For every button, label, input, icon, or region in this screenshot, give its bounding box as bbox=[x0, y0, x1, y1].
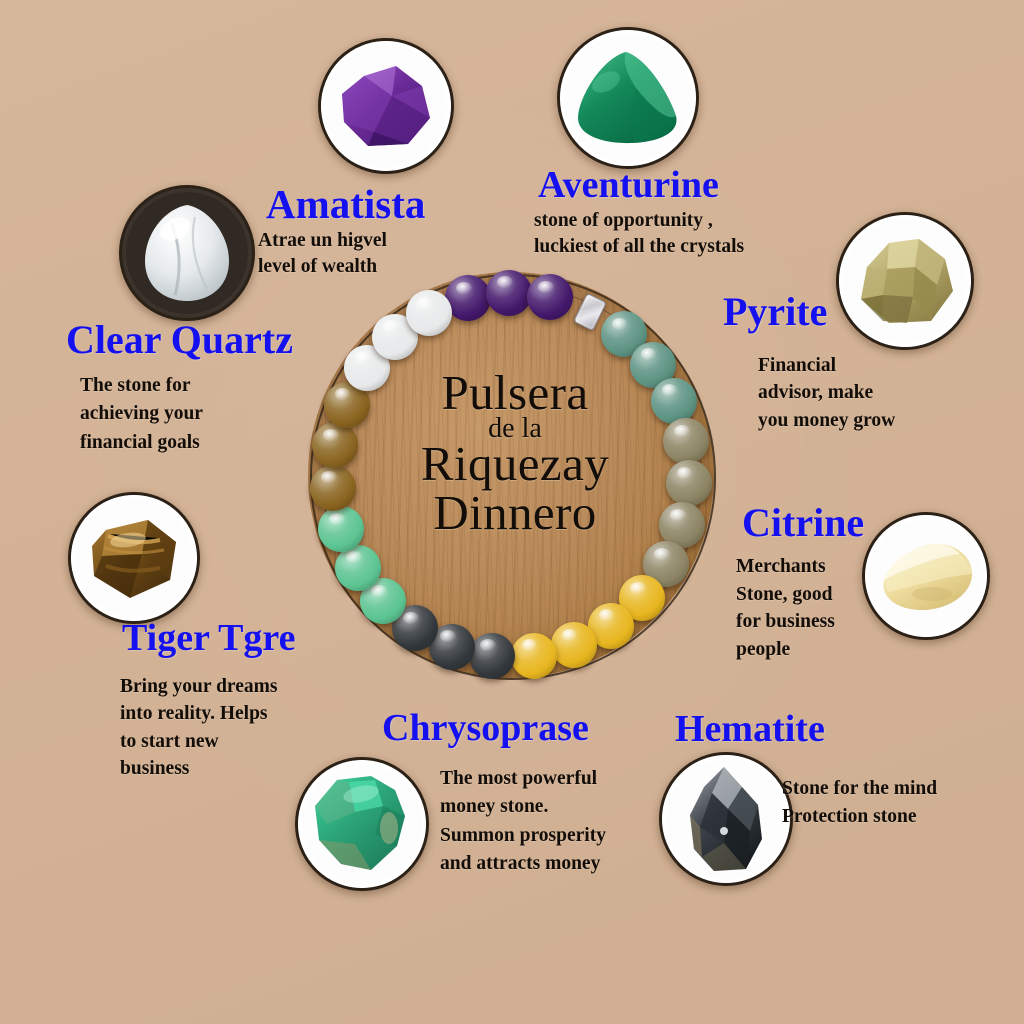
pyrite-description-line-2: advisor, make bbox=[758, 382, 874, 404]
hematite-photo-inner-ring bbox=[662, 755, 790, 883]
amatista-label: Amatista bbox=[266, 181, 426, 227]
citrine-gem-icon bbox=[883, 544, 972, 610]
tiger-tgre-description-line-2: into reality. Helps bbox=[120, 703, 268, 725]
bracelet-bead-citrine bbox=[550, 622, 597, 669]
aventurine-photo-inner-ring bbox=[560, 30, 696, 166]
chrysoprase-description: The most powerful money stone. Summon pr… bbox=[440, 765, 655, 878]
bracelet-bead-chrysoprase bbox=[359, 578, 406, 625]
center-title-line-2: de la bbox=[488, 413, 542, 444]
bracelet-bead-pyrite bbox=[659, 502, 706, 549]
tiger-tgre-description-line-1: Bring your dreams bbox=[120, 676, 278, 697]
citrine-description: Merchants Stone, good for business peopl… bbox=[736, 553, 871, 664]
citrine-label: Citrine bbox=[742, 500, 865, 545]
amatista-description-line-1: Atrae un higvel bbox=[258, 230, 387, 251]
hematite-description-line-1: Stone for the mind bbox=[782, 778, 938, 799]
bracelet-bead-tiger-tgre bbox=[312, 422, 359, 469]
pyrite-description-line-1: Financial bbox=[758, 355, 837, 376]
bracelet-bead-aventurine bbox=[650, 377, 697, 424]
pyrite-photo bbox=[836, 212, 974, 350]
chrysoprase-description-line-2: money stone. bbox=[440, 796, 549, 818]
hematite-description: Stone for the mind Protection stone bbox=[782, 775, 1022, 830]
bracelet-bead-citrine bbox=[510, 632, 557, 679]
clear-quartz-description-line-3: financial goals bbox=[80, 431, 200, 453]
aventurine-gem-icon bbox=[578, 52, 677, 144]
chrysoprase-description-line-4: and attracts money bbox=[440, 852, 601, 874]
citrine-description-line-1: Merchants bbox=[736, 556, 826, 577]
tiger-tgre-label: Tiger Tgre bbox=[122, 617, 296, 659]
center-title: Pulsera de la Riquezay Dinnero bbox=[350, 368, 680, 537]
bracelet-bead-hematite bbox=[469, 633, 516, 679]
bracelet-bead-amatista bbox=[444, 275, 491, 322]
citrine-description-line-3: for business bbox=[736, 611, 835, 633]
amethyst-gem-icon bbox=[342, 66, 430, 146]
clear-quartz-photo bbox=[119, 185, 255, 321]
amatista-description: Atrae un higvel level of wealth bbox=[258, 228, 488, 280]
bracelet-bead-pyrite bbox=[662, 418, 709, 465]
center-title-line-1: Pulsera bbox=[441, 365, 589, 420]
tiger-tgre-description-line-4: business bbox=[120, 757, 190, 779]
aventurine-description-line-1: stone of opportunity , bbox=[534, 210, 713, 231]
pyrite-description: Financial advisor, make you money grow bbox=[758, 352, 998, 434]
aventurine-description: stone of opportunity , luckiest of all t… bbox=[534, 208, 834, 260]
clear-quartz-description: The stone for achieving your financial g… bbox=[80, 372, 310, 457]
pyrite-photo-inner-ring bbox=[839, 215, 971, 347]
tiger-tgre-photo bbox=[68, 492, 200, 624]
bracelet-bead-chrysoprase bbox=[318, 506, 365, 553]
chrysoprase-photo bbox=[295, 757, 429, 891]
bracelet-bead-amatista bbox=[527, 274, 574, 321]
bracelet-bead-tiger-tgre bbox=[310, 464, 357, 511]
bracelet-bead-pyrite bbox=[665, 460, 712, 507]
citrine-description-line-4: people bbox=[736, 639, 791, 661]
center-title-line-3: Riquezay bbox=[420, 436, 610, 491]
clear-quartz-photo-inner-ring bbox=[122, 188, 252, 318]
clear-quartz-gem-icon bbox=[145, 205, 229, 301]
bracelet-bead-chrysoprase bbox=[334, 544, 381, 591]
aventurine-photo bbox=[557, 27, 699, 169]
tiger-eye-gem-icon bbox=[92, 520, 176, 598]
amatista-description-line-2: level of wealth bbox=[258, 255, 378, 277]
hematite-description-line-2: Protection stone bbox=[782, 805, 917, 827]
hematite-label: Hematite bbox=[675, 708, 825, 750]
aventurine-label: Aventurine bbox=[538, 164, 719, 206]
tiger-tgre-photo-inner-ring bbox=[71, 495, 197, 621]
bracelet-bead-clear-quartz bbox=[406, 290, 453, 337]
hematite-photo bbox=[659, 752, 793, 886]
tiger-tgre-description: Bring your dreams into reality. Helps to… bbox=[120, 673, 370, 782]
clear-quartz-description-line-1: The stone for bbox=[80, 375, 191, 396]
hematite-gem-icon bbox=[690, 767, 762, 871]
bracelet-bead-amatista bbox=[485, 270, 532, 316]
pyrite-label: Pyrite bbox=[723, 289, 828, 334]
citrine-photo-inner-ring bbox=[865, 515, 987, 637]
citrine-description-line-2: Stone, good bbox=[736, 583, 833, 605]
amatista-photo bbox=[318, 38, 454, 174]
pyrite-gem-icon bbox=[861, 239, 953, 323]
pyrite-description-line-3: you money grow bbox=[758, 409, 896, 431]
clear-quartz-label: Clear Quartz bbox=[66, 317, 293, 362]
chrysoprase-description-line-3: Summon prosperity bbox=[440, 824, 606, 846]
citrine-photo bbox=[862, 512, 990, 640]
bracelet-bead-hematite bbox=[429, 623, 476, 670]
amatista-photo-inner-ring bbox=[321, 41, 451, 171]
tiger-tgre-description-line-3: to start new bbox=[120, 730, 219, 752]
center-title-line-4: Dinnero bbox=[433, 485, 597, 540]
aventurine-description-line-2: luckiest of all the crystals bbox=[534, 235, 745, 257]
chrysoprase-gem-icon bbox=[315, 776, 405, 870]
chrysoprase-photo-inner-ring bbox=[298, 760, 426, 888]
chrysoprase-label: Chrysoprase bbox=[382, 707, 589, 749]
chrysoprase-description-line-1: The most powerful bbox=[440, 768, 598, 789]
clear-quartz-description-line-2: achieving your bbox=[80, 403, 203, 425]
